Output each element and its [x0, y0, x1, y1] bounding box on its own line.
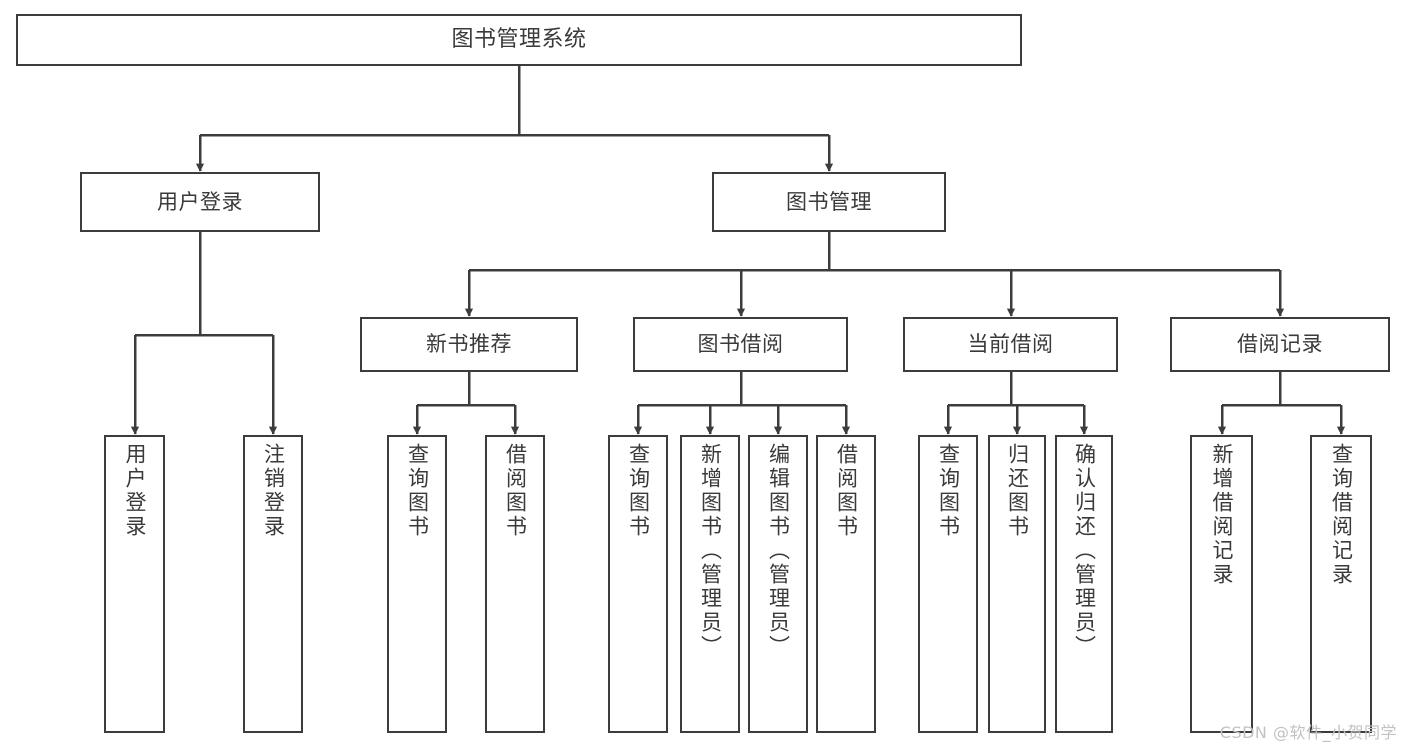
node-leaf-nb-query[interactable]: 查询图书 [387, 435, 447, 733]
node-leaf-nb-borrow[interactable]: 借阅图书 [485, 435, 545, 733]
node-leaf-bw-query[interactable]: 查询图书 [608, 435, 668, 733]
node-leaf-user-login[interactable]: 用户登录 [104, 435, 165, 733]
node-leaf-user-logout[interactable]: 注销登录 [243, 435, 303, 733]
node-label: 查询图书 [405, 443, 430, 539]
node-leaf-cur-query[interactable]: 查询图书 [918, 435, 978, 733]
node-label: 借阅图书 [834, 443, 859, 539]
node-label: 查询图书 [626, 443, 651, 539]
node-label: 新增图书（管理员） [698, 443, 723, 659]
node-borrow[interactable]: 图书借阅 [633, 317, 848, 372]
node-label: 图书管理 [786, 189, 872, 214]
node-label: 借阅图书 [503, 443, 528, 539]
node-leaf-bw-borrow[interactable]: 借阅图书 [816, 435, 876, 733]
node-current[interactable]: 当前借阅 [903, 317, 1118, 372]
node-label: 当前借阅 [967, 332, 1054, 357]
node-leaf-rec-add[interactable]: 新增借阅记录 [1190, 435, 1253, 733]
node-label: 注销登录 [261, 443, 286, 539]
node-login[interactable]: 用户登录 [80, 172, 320, 232]
node-label: 查询借阅记录 [1329, 443, 1354, 587]
node-leaf-rec-query[interactable]: 查询借阅记录 [1310, 435, 1372, 733]
node-label: 用户登录 [157, 189, 243, 214]
node-records[interactable]: 借阅记录 [1170, 317, 1390, 372]
node-label: 图书借阅 [697, 332, 784, 357]
node-leaf-bw-edit[interactable]: 编辑图书（管理员） [748, 435, 808, 733]
node-label: 新增借阅记录 [1210, 443, 1234, 587]
edge-paths [130, 66, 1346, 435]
node-label: 图书管理系统 [451, 27, 587, 53]
node-leaf-cur-confirm[interactable]: 确认归还（管理员） [1055, 435, 1113, 733]
node-label: 编辑图书（管理员） [766, 443, 791, 659]
node-label: 查询图书 [936, 443, 961, 539]
node-label: 归还图书 [1005, 443, 1030, 539]
node-label: 新书推荐 [426, 332, 512, 357]
node-root[interactable]: 图书管理系统 [16, 14, 1022, 66]
node-leaf-cur-return[interactable]: 归还图书 [988, 435, 1046, 733]
node-leaf-bw-add[interactable]: 新增图书（管理员） [680, 435, 740, 733]
node-label: 借阅记录 [1237, 332, 1323, 357]
node-label: 确认归还（管理员） [1072, 443, 1097, 659]
node-label: 用户登录 [123, 443, 147, 539]
node-bookmgmt[interactable]: 图书管理 [712, 172, 946, 232]
node-newbook[interactable]: 新书推荐 [360, 317, 578, 372]
